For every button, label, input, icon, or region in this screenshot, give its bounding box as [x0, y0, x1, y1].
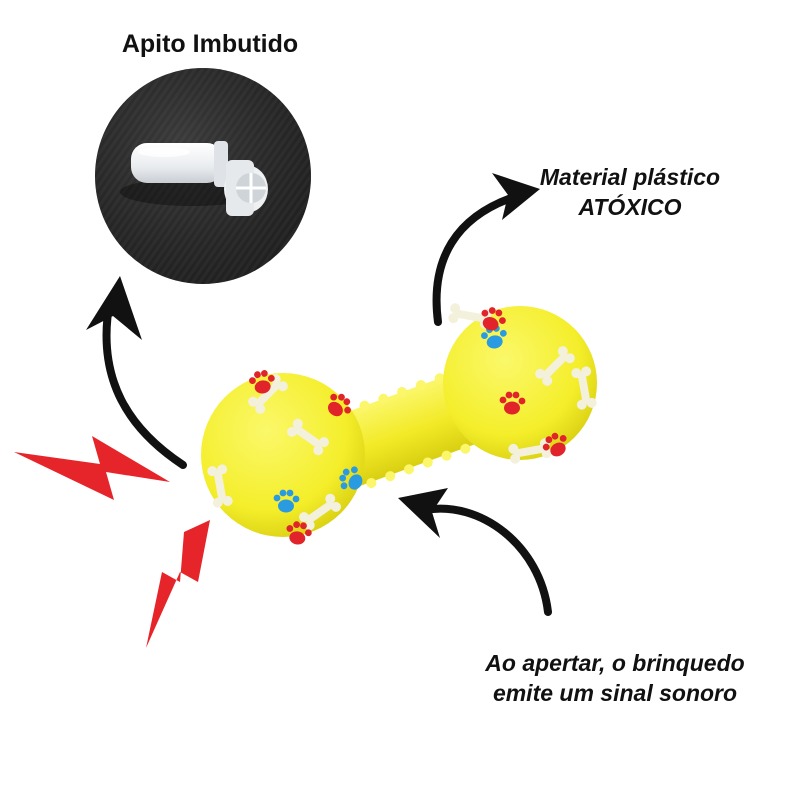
whistle-icon: [120, 141, 268, 216]
sound-caption: Ao apertar, o brinquedo emite um sinal s…: [455, 648, 775, 708]
arrow-icon: [86, 276, 187, 469]
arrow-icon: [398, 488, 552, 616]
sound-caption-line1: Ao apertar, o brinquedo: [485, 650, 745, 676]
material-caption-line2: ATÓXICO: [578, 194, 682, 220]
material-caption: Material plástico ATÓXICO: [500, 162, 760, 222]
sound-caption-line2: emite um sinal sonoro: [492, 680, 738, 706]
arrow-icon: [432, 173, 540, 326]
lightning-icon: [146, 520, 210, 648]
whistle-closeup: [95, 68, 311, 284]
toy-dumbbell: [201, 302, 598, 547]
material-caption-line1: Material plástico: [539, 164, 721, 190]
lightning-icon: [14, 436, 170, 500]
whistle-title: Apito Imbutido: [121, 30, 299, 58]
